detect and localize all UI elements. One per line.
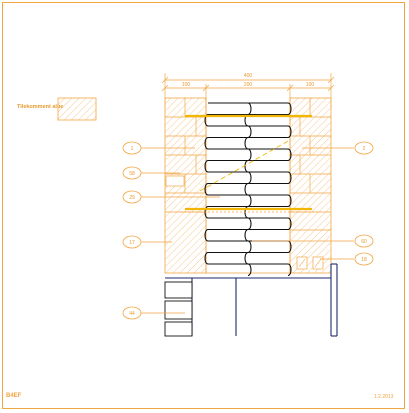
callout-ovals bbox=[122, 141, 374, 320]
footer-code: B4EF bbox=[6, 393, 22, 399]
callout-1: 1 bbox=[131, 146, 134, 152]
dim-total: 400 bbox=[244, 73, 253, 79]
dim-middle: 200 bbox=[244, 82, 253, 88]
footing-blocks bbox=[164, 281, 193, 337]
callout-58: 58 bbox=[129, 171, 135, 177]
drawing-frame bbox=[2, 2, 405, 409]
right-wall bbox=[289, 97, 332, 274]
insulation-layer bbox=[205, 98, 291, 274]
callout-17: 17 bbox=[129, 240, 135, 246]
footer-date: 1.2.2013 bbox=[374, 394, 394, 400]
left-wall bbox=[164, 97, 207, 274]
insulation-wave-path bbox=[204, 102, 252, 277]
legend-swatch bbox=[57, 97, 97, 121]
wall-ties bbox=[180, 114, 320, 213]
callout-2: 2 bbox=[363, 146, 366, 152]
callout-44: 44 bbox=[129, 311, 135, 317]
callout-18: 18 bbox=[361, 257, 367, 263]
callout-29: 29 bbox=[129, 195, 135, 201]
dim-right: 100 bbox=[306, 82, 315, 88]
insulation-waves bbox=[204, 102, 292, 277]
insulation-wave-path bbox=[244, 102, 292, 277]
dim-left: 100 bbox=[182, 82, 191, 88]
callout-60: 60 bbox=[361, 239, 367, 245]
legend-label: Tilekomment alue bbox=[17, 104, 64, 110]
callout-leaders bbox=[141, 147, 354, 314]
